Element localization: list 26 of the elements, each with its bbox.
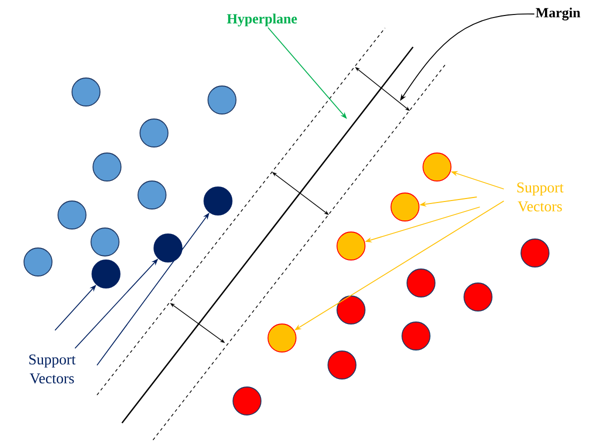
data-point [140,118,168,148]
data-point [422,152,452,182]
label-text: Support Vectors [517,182,564,212]
data-point [390,192,420,222]
data-point [402,322,430,350]
data-point [90,228,120,256]
data-point [92,152,122,182]
data-point [328,350,356,380]
data-point [208,86,236,114]
data-point [154,234,182,262]
data-point [72,78,100,106]
data-point [268,324,296,352]
data-point [24,248,52,276]
data-point [520,238,550,268]
data-point [92,260,120,288]
data-point [336,232,366,260]
data-point [336,296,366,324]
data-point [58,200,86,230]
data-point [232,386,262,416]
data-point [464,282,492,312]
label-text: Hyperplane [226,14,297,26]
label-text: Margin [536,8,580,20]
data-point [138,180,166,210]
label-text: Support Vectors [29,354,76,384]
data-point [406,268,436,298]
data-point [204,186,232,216]
